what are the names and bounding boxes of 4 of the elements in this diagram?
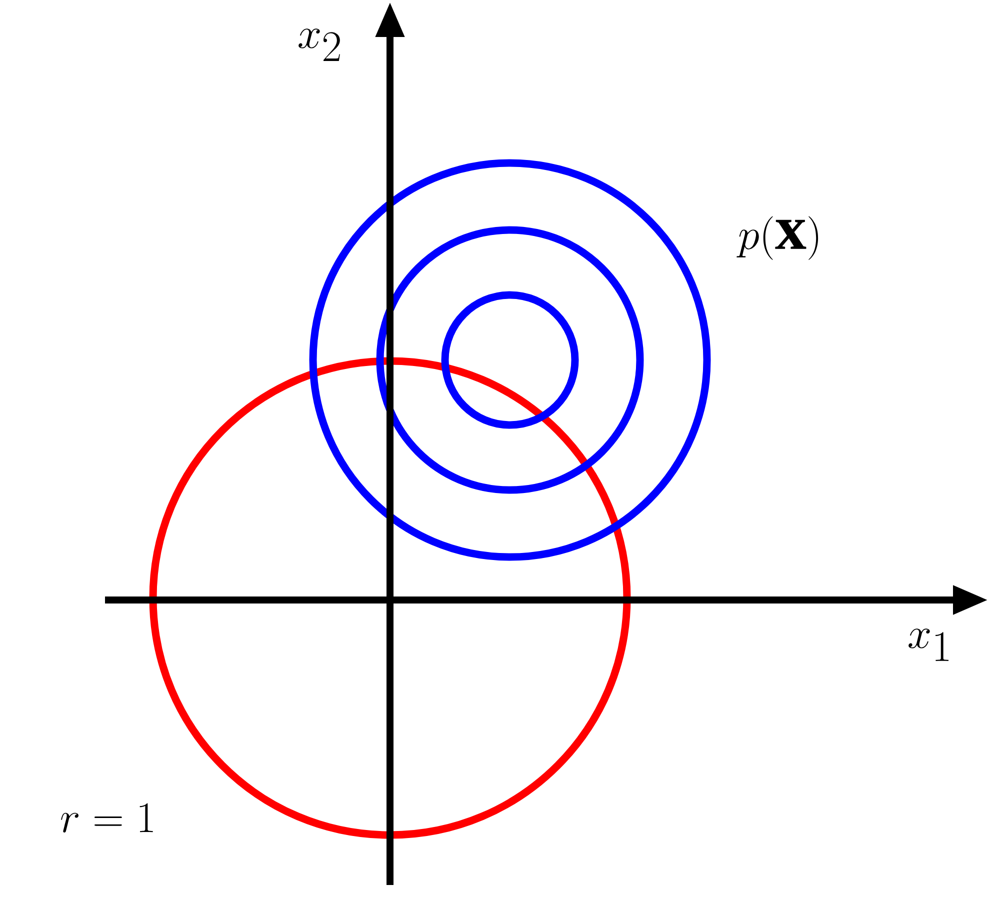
axis-label: $x_2$ [298, 28, 340, 61]
axis-label: $x_1$ [908, 628, 948, 661]
formula-label: $r = 1$ [61, 803, 153, 833]
formula-label: $p(\mathbf{x})$ [736, 216, 818, 260]
